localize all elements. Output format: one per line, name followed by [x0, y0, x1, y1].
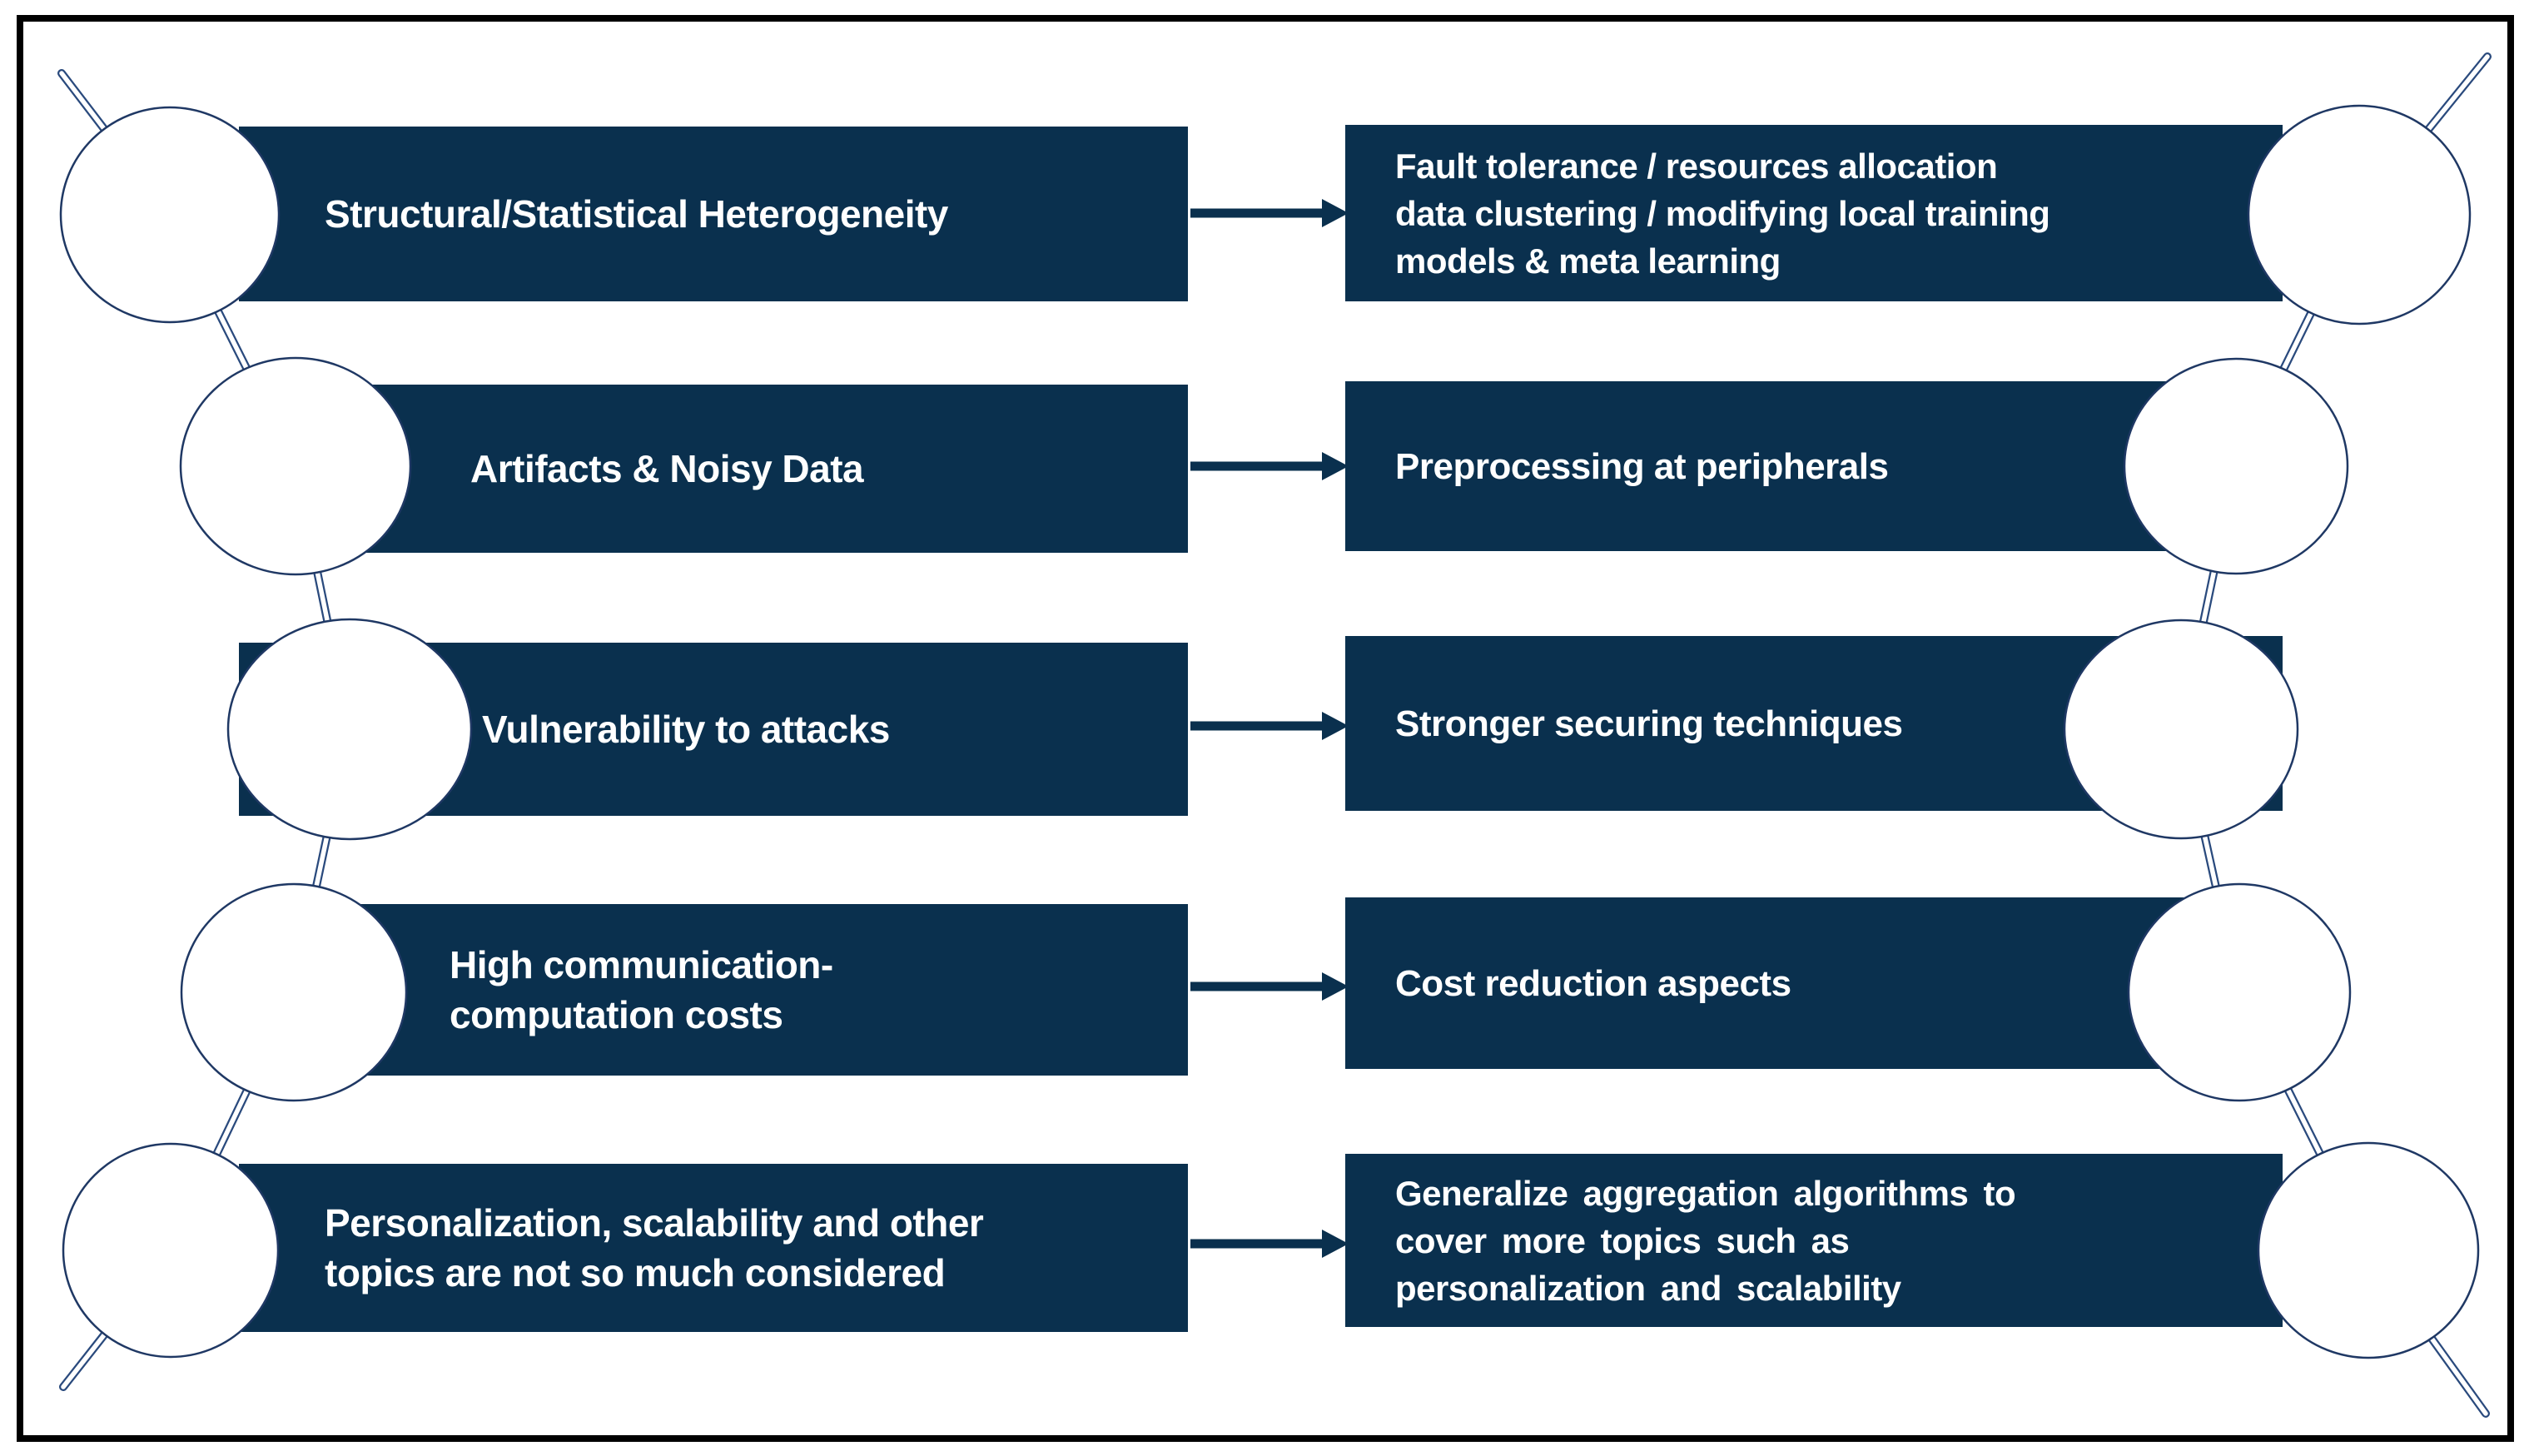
right-arrow-icon — [1190, 452, 1349, 480]
right-arrow-icon — [1190, 712, 1349, 740]
challenge-text: topics are not so much considered — [325, 1251, 946, 1294]
right-arrow-icon — [1190, 1230, 1349, 1258]
right-arrow-icon — [1190, 972, 1349, 1001]
challenge-text: High communication- — [450, 943, 833, 986]
solution-text: personalization and scalability — [1395, 1268, 1901, 1308]
challenge-text: Artifacts & Noisy Data — [470, 447, 864, 490]
challenge-box-2: Artifacts & Noisy Data — [239, 385, 1188, 553]
solution-text: Fault tolerance / resources allocation — [1395, 146, 1998, 186]
right-arrow-icon — [1190, 199, 1349, 227]
challenge-text: Structural/Statistical Heterogeneity — [325, 192, 948, 236]
challenge-text: computation costs — [450, 993, 783, 1036]
chain-node-circle — [59, 106, 473, 1359]
solution-text: cover more topics such as — [1395, 1220, 1850, 1260]
solution-text: Preprocessing at peripherals — [1395, 445, 1889, 487]
challenge-box-1: Structural/Statistical Heterogeneity — [239, 127, 1188, 301]
solution-box-4: Cost reduction aspects — [1345, 897, 2283, 1069]
solution-text: data clustering / modifying local traini… — [1395, 193, 2050, 233]
solution-text: Stronger securing techniques — [1395, 703, 1903, 744]
challenge-text: Personalization, scalability and other — [325, 1201, 984, 1245]
solution-text: models & meta learning — [1395, 241, 1781, 281]
solution-box-1: Fault tolerance / resources allocation d… — [1345, 125, 2283, 301]
solution-text: Cost reduction aspects — [1395, 962, 1791, 1004]
challenge-box-5: Personalization, scalability and other t… — [239, 1164, 1188, 1332]
solution-box-5: Generalize aggregation algorithms to cov… — [1345, 1154, 2283, 1327]
challenge-text: Vulnerability to attacks — [482, 708, 890, 751]
solution-text: Generalize aggregation algorithms to — [1395, 1173, 2016, 1213]
chain-node-circle — [2063, 104, 2480, 1359]
